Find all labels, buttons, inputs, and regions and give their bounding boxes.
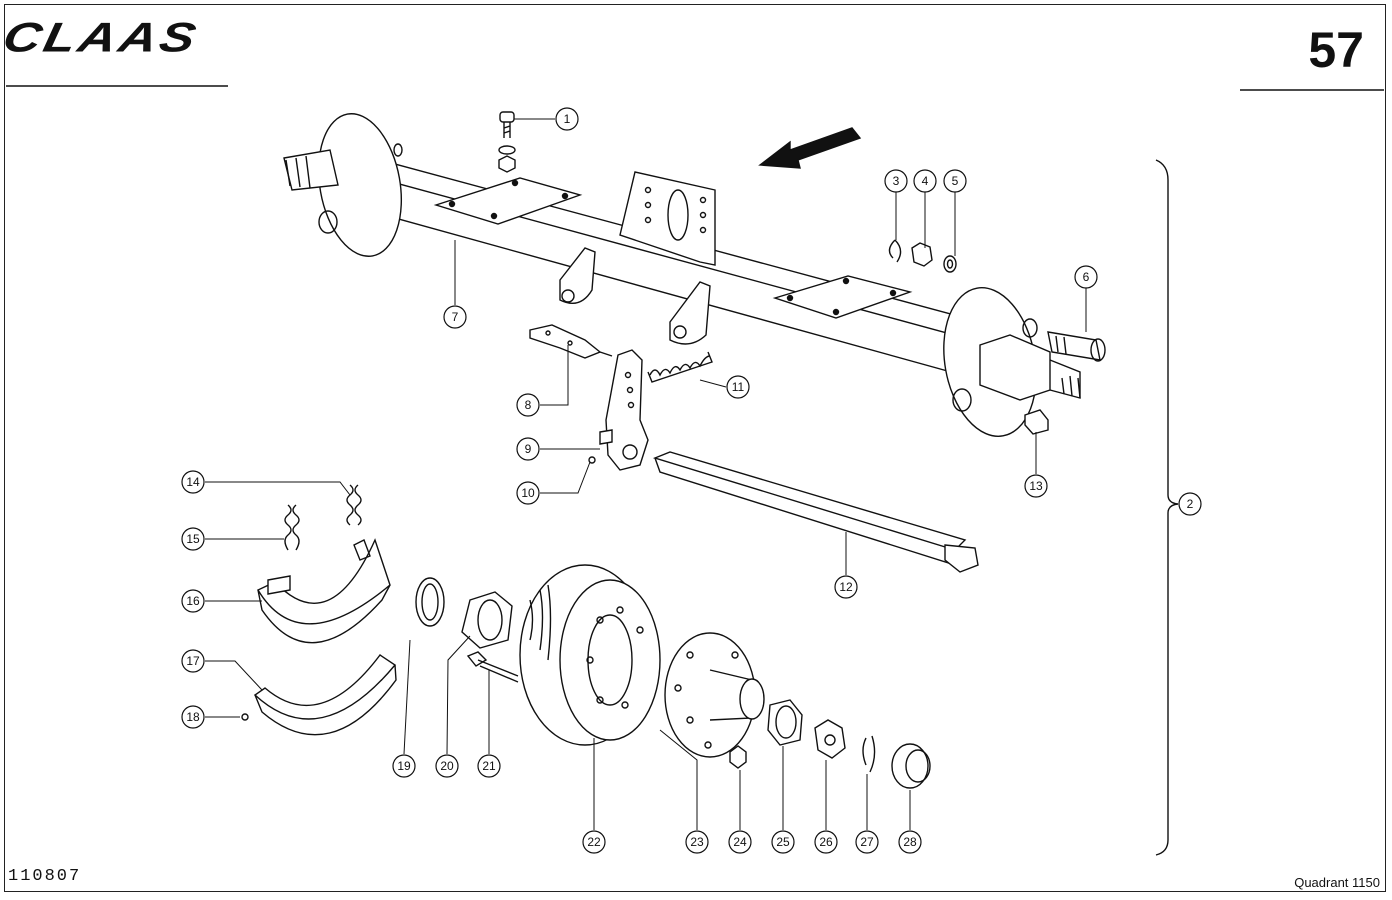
svg-text:20: 20 [440,759,454,773]
callout-28: 28 [898,830,922,854]
part-camshaft-12 [652,451,979,573]
svg-text:27: 27 [860,835,874,849]
callout-19: 19 [392,754,416,778]
svg-text:1: 1 [564,112,571,126]
direction-arrow [758,127,862,169]
callout-2: 2 [1178,492,1202,516]
part-brake-drum-22 [519,564,661,746]
part-slack-adjuster-9 [588,349,649,471]
callout-13: 13 [1024,474,1048,498]
svg-text:11: 11 [732,380,745,394]
svg-text:17: 17 [186,654,200,668]
part-pin-nut-washer [888,239,957,273]
part-nut-24 [729,745,747,769]
svg-text:19: 19 [397,759,411,773]
part-rod-8 [529,324,613,359]
part-wheel-hub-23 [664,632,765,758]
svg-text:18: 18 [186,710,200,724]
callout-1: 1 [555,107,579,131]
svg-text:28: 28 [903,835,917,849]
callout-3: 3 [884,169,908,193]
callout-14: 14 [181,470,205,494]
callout-18: 18 [181,705,205,729]
axle-beam [283,113,1081,437]
part-sleeve-13 [1024,409,1049,435]
svg-text:26: 26 [819,835,833,849]
callout-10: 10 [516,481,540,505]
callout-22: 22 [582,830,606,854]
part-castle-nut-26 [814,719,846,759]
part-brake-shoe-16 [257,538,391,644]
callout-23: 23 [685,830,709,854]
svg-text:13: 13 [1029,479,1043,493]
svg-text:3: 3 [893,174,900,188]
svg-text:23: 23 [690,835,704,849]
svg-text:24: 24 [733,835,747,849]
callout-26: 26 [814,830,838,854]
part-split-pin-27 [862,735,876,773]
part-springs-14-15 [284,484,362,551]
svg-text:25: 25 [776,835,790,849]
callout-20: 20 [435,754,459,778]
callout-21: 21 [477,754,501,778]
svg-text:16: 16 [186,594,200,608]
svg-text:15: 15 [186,532,200,546]
svg-text:21: 21 [482,759,496,773]
part-spring-11 [647,351,713,383]
page-frame [4,4,1386,892]
svg-text:14: 14 [186,475,200,489]
callout-17: 17 [181,649,205,673]
svg-text:8: 8 [525,398,532,412]
part-brake-lining-17 [241,654,397,736]
leader-lines [205,118,1087,830]
svg-text:9: 9 [525,442,532,456]
part-bushing-6 [1047,331,1106,362]
callout-5: 5 [943,169,967,193]
svg-text:6: 6 [1083,270,1090,284]
svg-text:10: 10 [521,486,535,500]
callout-7: 7 [443,305,467,329]
callout-27: 27 [855,830,879,854]
part-hub-cap-28 [891,743,931,789]
callout-9: 9 [516,437,540,461]
callout-8: 8 [516,393,540,417]
callout-16: 16 [181,589,205,613]
part-bearing-25 [767,699,803,746]
svg-text:4: 4 [922,174,929,188]
callout-12: 12 [834,575,858,599]
part-seal-bearing-bolt [415,577,519,683]
part-bolt-top [498,111,516,173]
callout-6: 6 [1074,265,1098,289]
svg-text:22: 22 [587,835,601,849]
callout-15: 15 [181,527,205,551]
callout-25: 25 [771,830,795,854]
page-number: 57 [1308,22,1364,78]
svg-text:12: 12 [839,580,853,594]
drawing-id: 110807 [8,867,82,886]
callout-11: 11 [726,375,750,399]
callout-24: 24 [728,830,752,854]
svg-text:5: 5 [952,174,959,188]
callout-4: 4 [913,169,937,193]
assembly-bracket [1155,159,1179,856]
model-name: Quadrant 1150 [1294,875,1380,890]
svg-text:2: 2 [1187,497,1194,511]
svg-text:7: 7 [452,310,459,324]
